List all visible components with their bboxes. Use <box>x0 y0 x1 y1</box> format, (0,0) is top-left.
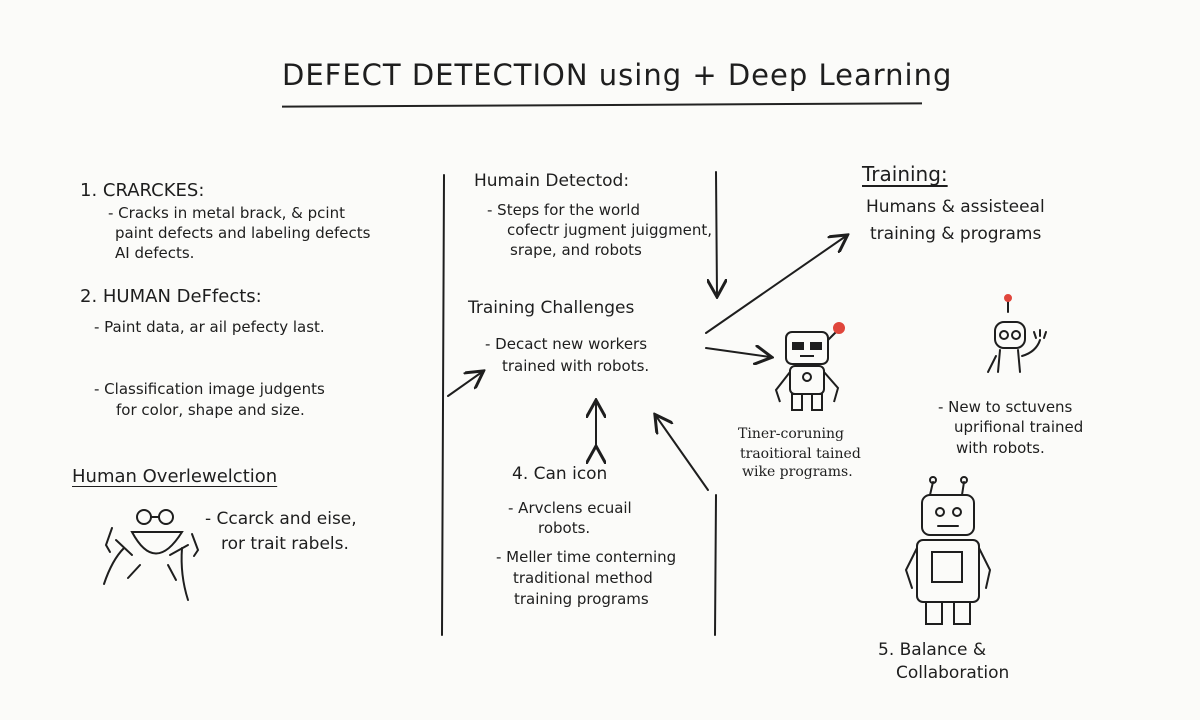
arrow-diagonal-up <box>656 416 709 491</box>
detect-line-3: srape, and robots <box>510 241 642 259</box>
waving-robot-caption-line-2: uprifional trained <box>954 418 1084 436</box>
robot-caption-line-3: wike programs. <box>742 464 853 480</box>
section-4-item-1-line-1: - Arvclens ecuail <box>508 499 632 517</box>
overlay-line-1: - Ccarck and eise, <box>205 509 357 529</box>
section-5-heading-line-2: Collaboration <box>896 663 1010 683</box>
section-4-heading: 4. Can icon <box>512 464 608 484</box>
detect-heading: Humain Detectod: <box>474 171 630 191</box>
detect-line-1: - Steps for the world <box>487 201 640 219</box>
section-4-item-2-line-3: training programs <box>514 590 649 608</box>
training-heading: Training: <box>862 162 948 186</box>
arrow-to-robot <box>705 348 770 357</box>
robot-caption-line-1: Tiner-coruning <box>738 426 844 442</box>
robot-icon <box>774 322 845 411</box>
section-2-heading: 2. HUMAN DeFfects: <box>80 286 262 307</box>
happy-figure-icon <box>103 509 200 601</box>
training-line-1: Humans & assisteeal <box>866 197 1045 217</box>
arrow-down <box>716 171 717 295</box>
section-2-line-1: - Paint data, ar ail pefecty last. <box>94 318 325 336</box>
overlay-heading: Human Overlewelction <box>72 466 278 487</box>
challenges-heading: Training Challenges <box>468 298 635 318</box>
challenges-line-1: - Decact new workers <box>485 335 648 353</box>
waving-robot-caption-line-1: - New to sctuvens <box>938 398 1073 416</box>
section-1-line-3: AI defects. <box>115 244 195 262</box>
overlay-line-2: ror trait rabels. <box>221 534 349 554</box>
section-1-line-1: - Cracks in metal brack, & pcint <box>108 204 345 222</box>
arrow-into-challenges <box>447 372 482 397</box>
page-title: DEFECT DETECTION using + Deep Learning <box>282 58 953 92</box>
challenges-line-2: trained with robots. <box>502 357 650 375</box>
section-1-heading: 1. CRARCKES: <box>80 180 205 201</box>
section-2-line-3: for color, shape and size. <box>116 401 305 419</box>
waving-robot-caption-line-3: with robots. <box>956 439 1045 457</box>
section-2-line-2: - Classification image judgents <box>94 380 325 398</box>
section-4-item-1-line-2: robots. <box>538 519 591 537</box>
tall-robot-icon <box>904 476 992 625</box>
section-1-line-2: paint defects and labeling defects <box>115 224 371 242</box>
left-divider <box>441 174 445 636</box>
training-line-2: training & programs <box>870 224 1042 244</box>
detect-line-2: cofectr jugment juiggment, <box>507 221 713 239</box>
section-5-heading-line-1: 5. Balance & <box>878 640 987 660</box>
waving-robot-icon <box>987 294 1047 373</box>
section-4-item-2-line-1: - Meller time conterning <box>496 548 677 566</box>
section-4-item-2-line-2: traditional method <box>513 569 653 587</box>
robot-caption-line-2: traoitioral tained <box>740 446 861 462</box>
arrow-to-training <box>705 236 846 334</box>
right-divider <box>714 494 717 636</box>
